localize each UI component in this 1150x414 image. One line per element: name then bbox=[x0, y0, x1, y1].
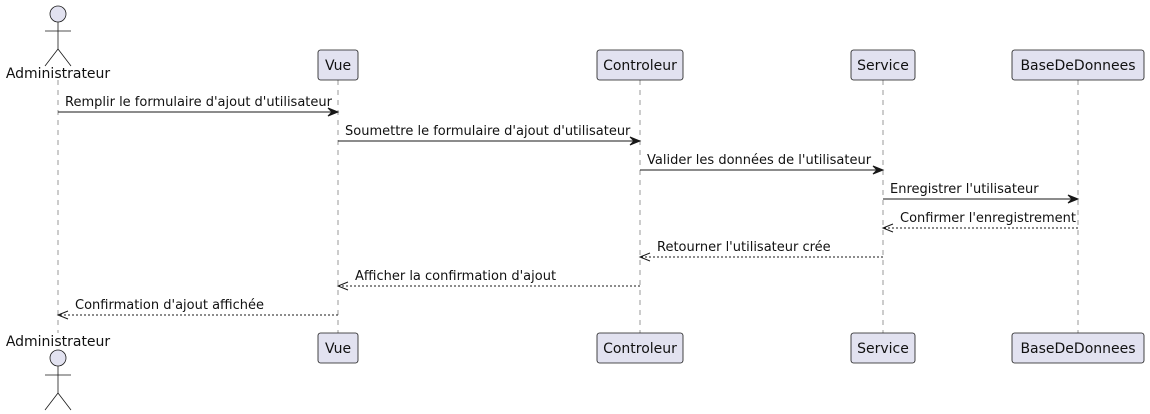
participant-bottom-vue: Vue bbox=[317, 332, 359, 364]
message-6: Retourner l'utilisateur crée bbox=[638, 240, 883, 262]
arrowhead-5 bbox=[881, 223, 894, 233]
message-label-5: Confirmer l'enregistrement bbox=[900, 211, 1076, 226]
participant-top-svc: Service bbox=[850, 49, 916, 81]
message-4: Enregistrer l'utilisateur bbox=[883, 182, 1080, 204]
participant-bottom-ctrl: Controleur bbox=[596, 332, 684, 364]
arrowhead-2 bbox=[629, 136, 642, 146]
message-label-2: Soumettre le formulaire d'ajout d'utilis… bbox=[345, 124, 631, 139]
arrowhead-6 bbox=[638, 252, 651, 262]
participant-label-top-ctrl: Controleur bbox=[603, 58, 677, 74]
actor-label-top-admin: Administrateur bbox=[6, 66, 111, 82]
participant-top-db: BaseDeDonnees bbox=[1011, 49, 1145, 81]
arrowhead-4 bbox=[1067, 194, 1080, 204]
actor-top-admin: Administrateur bbox=[6, 5, 111, 82]
message-8: Confirmation d'ajout affichée bbox=[56, 298, 338, 320]
arrowhead-8 bbox=[56, 310, 69, 320]
message-label-8: Confirmation d'ajout affichée bbox=[75, 298, 264, 313]
message-3: Valider les données de l'utilisateur bbox=[640, 153, 885, 175]
participant-bottom-svc: Service bbox=[850, 332, 916, 364]
participant-bottom-db: BaseDeDonnees bbox=[1011, 332, 1145, 364]
message-label-4: Enregistrer l'utilisateur bbox=[890, 182, 1039, 197]
arrowhead-3 bbox=[872, 165, 885, 175]
participant-top-ctrl: Controleur bbox=[596, 49, 684, 81]
arrowhead-7 bbox=[336, 281, 349, 291]
message-label-7: Afficher la confirmation d'ajout bbox=[355, 269, 556, 284]
message-1: Remplir le formulaire d'ajout d'utilisat… bbox=[58, 95, 340, 117]
participant-label-bottom-db: BaseDeDonnees bbox=[1020, 341, 1135, 357]
message-label-6: Retourner l'utilisateur crée bbox=[657, 240, 831, 255]
arrowhead-1 bbox=[327, 107, 340, 117]
message-5: Confirmer l'enregistrement bbox=[881, 211, 1078, 233]
participant-label-top-db: BaseDeDonnees bbox=[1020, 58, 1135, 74]
participant-label-top-svc: Service bbox=[857, 58, 909, 74]
actor-label-bottom-admin: Administrateur bbox=[6, 334, 111, 350]
message-label-1: Remplir le formulaire d'ajout d'utilisat… bbox=[65, 95, 333, 110]
participant-label-bottom-svc: Service bbox=[857, 341, 909, 357]
message-label-3: Valider les données de l'utilisateur bbox=[647, 153, 872, 168]
actor-bottom-admin: Administrateur bbox=[6, 334, 111, 411]
participant-label-top-vue: Vue bbox=[325, 58, 351, 74]
participant-label-bottom-vue: Vue bbox=[325, 341, 351, 357]
participant-label-bottom-ctrl: Controleur bbox=[603, 341, 677, 357]
message-7: Afficher la confirmation d'ajout bbox=[336, 269, 640, 291]
message-2: Soumettre le formulaire d'ajout d'utilis… bbox=[338, 124, 642, 146]
participant-top-vue: Vue bbox=[317, 49, 359, 81]
